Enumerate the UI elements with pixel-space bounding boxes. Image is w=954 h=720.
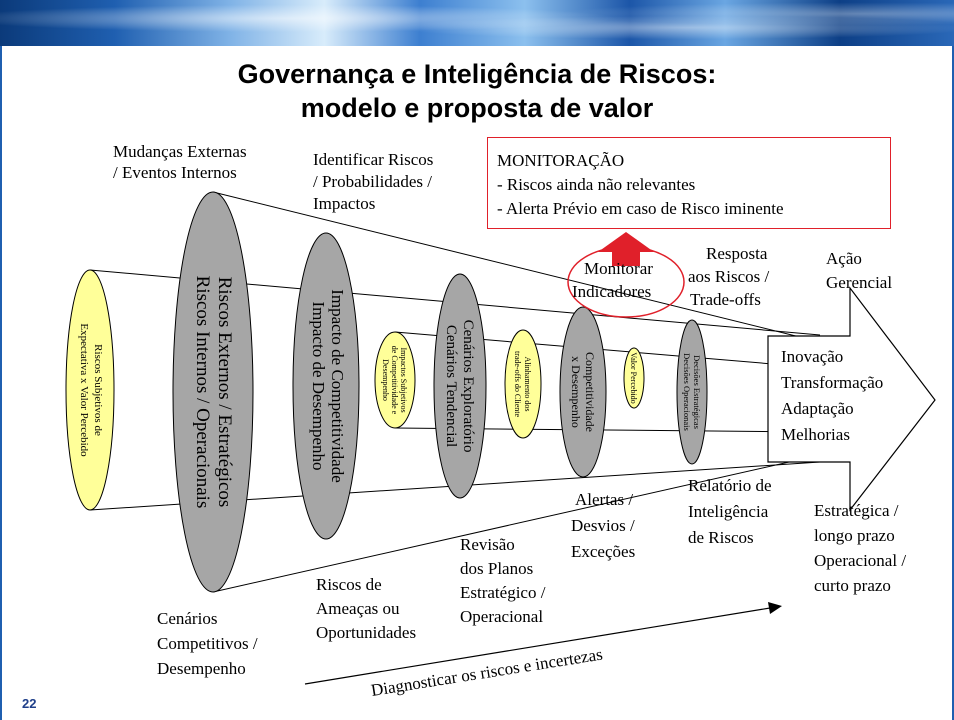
ellipse-text: Desempenho [381, 359, 390, 401]
label-deviations: Desvios / [571, 516, 635, 535]
label-opportunities: Oportunidades [316, 623, 417, 642]
page-number: 22 [22, 696, 37, 711]
monitoring-heading: MONITORAÇÃO [497, 151, 625, 170]
funnel-lower-outer-line [212, 454, 821, 593]
label-long-term: longo prazo [814, 526, 895, 545]
label-internal-events: / Eventos Internos [113, 163, 237, 182]
monitor-up-arrow [598, 232, 654, 266]
outcome-arrow [767, 286, 936, 512]
ellipse-text: Impacto de Desempenho [309, 302, 328, 471]
ellipse-text: Impactos Subjetivos [399, 347, 408, 412]
ellipse-text: Riscos Internos / Operacionais [192, 276, 213, 509]
ellipse-text: Valor Percebido [629, 352, 638, 403]
label-short-term: curto prazo [814, 576, 891, 595]
ellipse-decisions [676, 319, 708, 465]
frame-left-border [0, 46, 2, 720]
label-monitor: Monitorar [584, 259, 653, 278]
ellipse-competitiveness-impact-text: Impacto de Competitividade Impacto de De… [309, 289, 347, 483]
frame-right-border [952, 46, 954, 720]
label-response: Resposta [706, 244, 768, 263]
label-scenarios: Cenários [157, 609, 218, 628]
ellipse-text: Riscos Externos / Estratégicos [214, 277, 235, 508]
label-of-plans: dos Planos [460, 559, 534, 578]
ellipse-text: Decisões Operacionais [682, 353, 692, 431]
ellipse-text: x Desempenho [569, 356, 583, 428]
label-impacts: Impactos [313, 194, 376, 213]
outcome-innovation: Inovação [781, 347, 844, 366]
slide-title-line2: modelo e proposta de valor [300, 93, 654, 123]
ellipse-text: Competitividade [583, 352, 597, 432]
ellipse-text: Decisões Estratégicas [692, 355, 702, 429]
ellipse-decisions-text: Decisões Estratégicas Decisões Operacion… [682, 353, 702, 431]
label-indicators: Indicadores [572, 282, 652, 301]
ellipse-text: Alinhamento dos [523, 357, 532, 412]
diagnose-arrow-line [304, 607, 771, 685]
ellipse-text: Riscos Subjetivos de [92, 344, 104, 436]
ellipse-subjective-risks-text: Riscos Subjetivos de Expectativa x Valor… [78, 323, 104, 457]
monitor-indicators-highlight [567, 246, 685, 318]
ellipse-subjective-impacts [374, 331, 416, 429]
ellipse-text: Cenários Exploratório [460, 320, 476, 453]
label-alerts: Alertas / [575, 490, 634, 509]
label-strategic-plan: Estratégico / [460, 583, 546, 602]
slide-title-line1: Governança e Inteligência de Riscos: [237, 59, 717, 89]
outcome-adaptation: Adaptação [781, 399, 854, 418]
label-to-risks: aos Riscos / [688, 267, 770, 286]
ellipse-text: Cenários Tendencial [443, 325, 459, 447]
banner-clouds [0, 0, 954, 46]
funnel-upper-outer-line [212, 191, 821, 343]
outcome-transformation: Transformação [781, 373, 884, 392]
header-banner [0, 0, 954, 46]
label-tradeoffs: Trade-offs [690, 290, 761, 309]
label-identify-risks: Identificar Riscos [313, 150, 434, 169]
ellipse-text: trade-offs do Cliente [513, 351, 522, 418]
outcome-improvements: Melhorias [781, 425, 850, 444]
diagnose-label: Diagnosticar os riscos e incertezas [370, 645, 604, 700]
label-operational: Operacional / [814, 551, 907, 570]
ellipse-text: Expectativa x Valor Percebido [78, 323, 90, 457]
ellipse-scenarios [433, 273, 487, 499]
label-threats: Ameaças ou [316, 599, 400, 618]
ellipse-client-tradeoffs [504, 329, 542, 439]
ellipse-subjective-risks [65, 269, 115, 511]
label-managerial: Gerencial [826, 273, 893, 292]
ellipse-external-internal-risks [172, 191, 254, 593]
ellipse-subjective-impacts-text: Impactos Subjetivos de Competitividade e… [381, 346, 408, 415]
ellipse-perceived-value-text: Valor Percebido [629, 352, 638, 403]
label-intelligence: Inteligência [688, 502, 769, 521]
ellipse-competitiveness-impact [292, 232, 360, 540]
label-operational-plan: Operacional [460, 607, 544, 626]
label-external-changes: Mudanças Externas [113, 142, 247, 161]
label-strategic: Estratégica / [814, 501, 899, 520]
monitoring-box [487, 137, 891, 229]
label-risks-of: Riscos de [316, 575, 382, 594]
label-probabilities: / Probabilidades / [313, 172, 432, 191]
ellipse-perceived-value [623, 347, 645, 409]
label-exceptions: Exceções [571, 542, 636, 561]
diagnose-arrow-head [768, 602, 782, 614]
label-performance: Desempenho [157, 659, 246, 678]
ellipse-scenarios-text: Cenários Exploratório Cenários Tendencia… [443, 320, 476, 453]
ellipse-text: Impacto de Competitividade [328, 289, 347, 483]
monitoring-item-not-relevant: - Riscos ainda não relevantes [497, 175, 696, 194]
ellipse-competitiveness-performance [559, 306, 607, 478]
ellipse-text: de Competitividade e [390, 346, 399, 415]
label-review: Revisão [460, 535, 515, 554]
label-of-risks: de Riscos [688, 528, 754, 547]
ellipse-external-internal-risks-text: Riscos Externos / Estratégicos Riscos In… [192, 276, 235, 509]
label-competitive: Competitivos / [157, 634, 258, 653]
label-action: Ação [826, 249, 862, 268]
ellipse-competitiveness-performance-text: Competitividade x Desempenho [569, 352, 597, 432]
label-report: Relatório de [688, 476, 772, 495]
monitoring-item-early-alert: - Alerta Prévio em caso de Risco iminent… [497, 199, 784, 218]
ellipse-client-tradeoffs-text: Alinhamento dos trade-offs do Cliente [513, 351, 532, 418]
